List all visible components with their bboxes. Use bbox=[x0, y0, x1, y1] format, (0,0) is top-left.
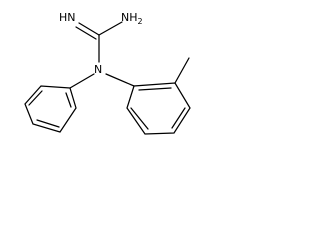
tolyl-ring bbox=[126, 57, 191, 135]
phenyl-ring bbox=[24, 85, 77, 133]
bond-c-n-imine-1 bbox=[78, 22, 100, 36]
guanidine-group bbox=[75, 21, 123, 63]
tolyl-double-bond-2 bbox=[171, 107, 186, 129]
phenyl-double-bond-2 bbox=[36, 119, 60, 128]
structure-diagram: HN NH2 N bbox=[24, 11, 191, 135]
bond-c-nh2 bbox=[98, 21, 123, 36]
bond-n-tolyl bbox=[105, 73, 135, 87]
tolyl-double-bond-3 bbox=[138, 87, 172, 91]
bond-n-phenyl bbox=[69, 73, 95, 89]
amine-label-text: NH bbox=[121, 11, 138, 24]
imine-label: HN bbox=[59, 11, 76, 24]
phenyl-double-bond-1 bbox=[28, 90, 43, 106]
bond-methyl bbox=[174, 57, 190, 84]
amine-label-subscript: 2 bbox=[138, 17, 143, 26]
phenyl-ring-outline bbox=[24, 85, 77, 133]
bond-c-n-imine-2 bbox=[75, 26, 97, 40]
phenyl-double-bond-3 bbox=[65, 92, 72, 108]
amine-label: NH2 bbox=[121, 11, 143, 26]
tolyl-double-bond-1 bbox=[130, 107, 149, 130]
central-nitrogen-label: N bbox=[94, 63, 102, 76]
tolyl-ring-outline bbox=[126, 82, 191, 135]
